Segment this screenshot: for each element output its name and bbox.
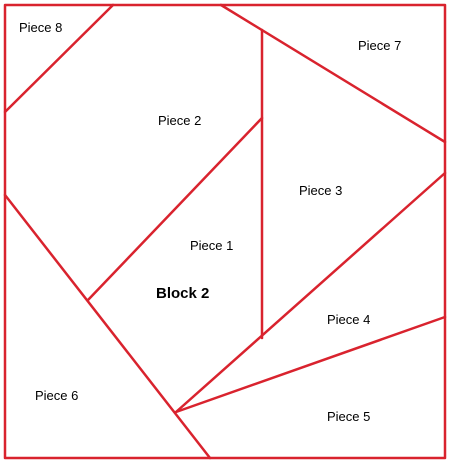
piece-5-label: Piece 5 (327, 409, 370, 424)
piece-3-label: Piece 3 (299, 183, 342, 198)
piece-6-label: Piece 6 (35, 388, 78, 403)
piece-2-label: Piece 2 (158, 113, 201, 128)
piece-4-label: Piece 4 (327, 312, 370, 327)
piece-8-label: Piece 8 (19, 20, 62, 35)
piece-1-label: Piece 1 (190, 238, 233, 253)
block-label: Block 2 (156, 285, 209, 302)
line-piece3-piece4 (174, 171, 447, 414)
line-piece8-edge (3, 3, 115, 114)
line-piece1-piece2 (86, 116, 264, 302)
line-piece6-edge (3, 193, 212, 460)
outer-border (3, 3, 447, 460)
piece-7-label: Piece 7 (358, 38, 401, 53)
line-piece4-piece5 (174, 315, 447, 414)
line-piece7-top (219, 3, 447, 144)
